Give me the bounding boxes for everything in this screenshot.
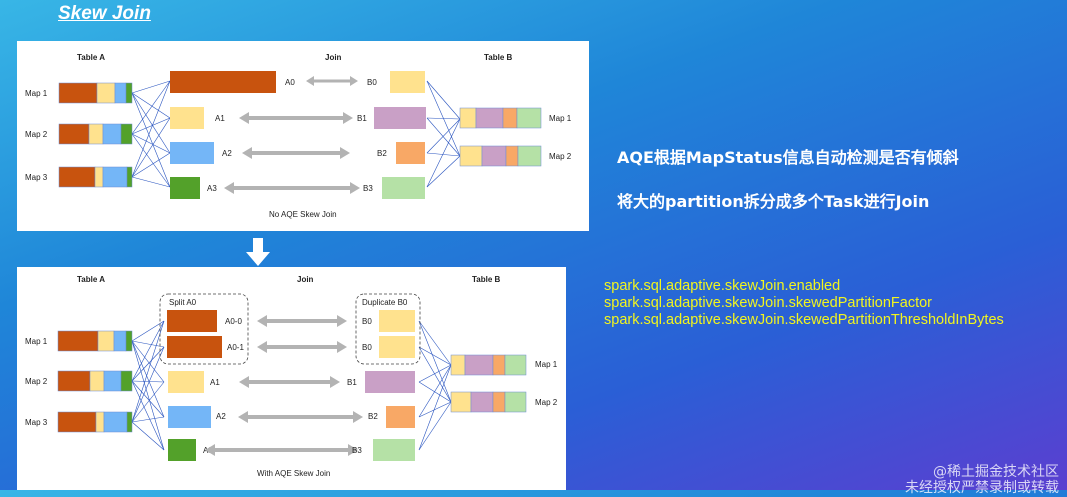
table-a-map-2 [58,123,133,145]
b0-label: B0 [367,78,377,87]
table-a-header-aqe: Table A [77,275,105,284]
a0-0-label: A0-0 [225,317,242,326]
table-a-map-1 [58,82,133,104]
bullet-1: AQE根据MapStatus信息自动检测是否有倾斜 [617,148,959,167]
table-b-header-aqe: Table B [472,275,501,284]
partition-b3-aqe [373,439,415,461]
table-b-map-2-aqe [450,391,527,413]
a1-label: A1 [215,114,225,123]
slide-title: Skew Join [58,3,151,24]
b-map-1-label: Map 1 [549,114,572,123]
map-2-label: Map 2 [25,130,48,139]
join-arrows-aqe [205,315,363,456]
split-a0-label: Split A0 [169,298,197,307]
join-arrows [224,76,360,194]
partition-a0-0 [167,310,217,332]
b1-label: B1 [357,114,367,123]
b3-label-aqe: B3 [352,446,362,455]
caption-with-aqe: With AQE Skew Join [257,469,330,478]
table-a-header: Table A [77,53,105,62]
partition-b3 [382,177,425,199]
split-a0-group [159,293,249,365]
watermark-line-2: 未经授权严禁录制或转载 [905,480,1059,496]
map-1-label: Map 1 [25,89,48,98]
partition-b2 [396,142,425,164]
b-map-2-label: Map 2 [549,152,572,161]
b0-label-2: B0 [362,343,372,352]
table-b-map-1 [459,107,542,129]
map-2-label-aqe: Map 2 [25,377,48,386]
b-map-2-label-aqe: Map 2 [535,398,558,407]
b3-label: B3 [363,184,373,193]
map-a-connectors [131,80,461,188]
partition-a1 [170,107,204,129]
bullet-2: 将大的partition拆分成多个Task进行Join [617,192,930,211]
map-1-label-aqe: Map 1 [25,337,48,346]
a2-label-aqe: A2 [216,412,226,421]
partition-b2-aqe [386,406,415,428]
a0-label: A0 [285,78,295,87]
table-b-map-1-aqe [450,354,527,376]
a3-label: A3 [207,184,217,193]
duplicate-b0-label: Duplicate B0 [362,298,408,307]
table-b-header: Table B [484,53,513,62]
config-item: spark.sql.adaptive.skewJoin.enabled [604,278,841,294]
a1-label-aqe: A1 [210,378,220,387]
map-3-label-aqe: Map 3 [25,418,48,427]
map-a-connectors-aqe [131,320,452,451]
partition-b0 [390,71,425,93]
map-3-label: Map 3 [25,173,48,182]
duplicate-b0-group [355,293,421,365]
caption-no-aqe: No AQE Skew Join [269,210,337,219]
b1-label-aqe: B1 [347,378,357,387]
partition-a1-aqe [168,371,204,393]
table-b-map-2 [459,145,542,167]
b-map-1-label-aqe: Map 1 [535,360,558,369]
diagram-with-aqe: Table A Join Table B Map 1 Map 2 Map 3 S… [17,267,566,490]
a2-label: A2 [222,149,232,158]
table-a-map-3-aqe [57,411,133,433]
partition-a2 [170,142,214,164]
watermark-line-1: @稀土掘金技术社区 [933,464,1059,480]
partition-a0-1 [167,336,222,358]
arrow-down-icon [246,238,270,266]
config-list: spark.sql.adaptive.skewJoin.enabled spar… [604,278,1004,329]
table-a-map-2-aqe [57,370,133,392]
b2-label: B2 [377,149,387,158]
partition-a3-aqe [168,439,196,461]
partition-a0 [170,71,276,93]
join-header: Join [325,53,342,62]
partition-b0-copy-2 [379,336,415,358]
partition-a3 [170,177,200,199]
b2-label-aqe: B2 [368,412,378,421]
join-header-aqe: Join [297,275,314,284]
partition-b1 [374,107,426,129]
partition-b0-copy-1 [379,310,415,332]
table-a-map-1-aqe [57,330,133,352]
a0-1-label: A0-1 [227,343,244,352]
config-item: spark.sql.adaptive.skewJoin.skewedPartit… [604,295,933,311]
partition-a2-aqe [168,406,211,428]
config-item: spark.sql.adaptive.skewJoin.skewedPartit… [604,312,1004,328]
partition-b1-aqe [365,371,415,393]
b0-label-1: B0 [362,317,372,326]
diagram-no-aqe: Table A Join Table B Map 1 Map 2 Map 3 A… [17,41,589,231]
table-a-map-3 [58,166,133,188]
